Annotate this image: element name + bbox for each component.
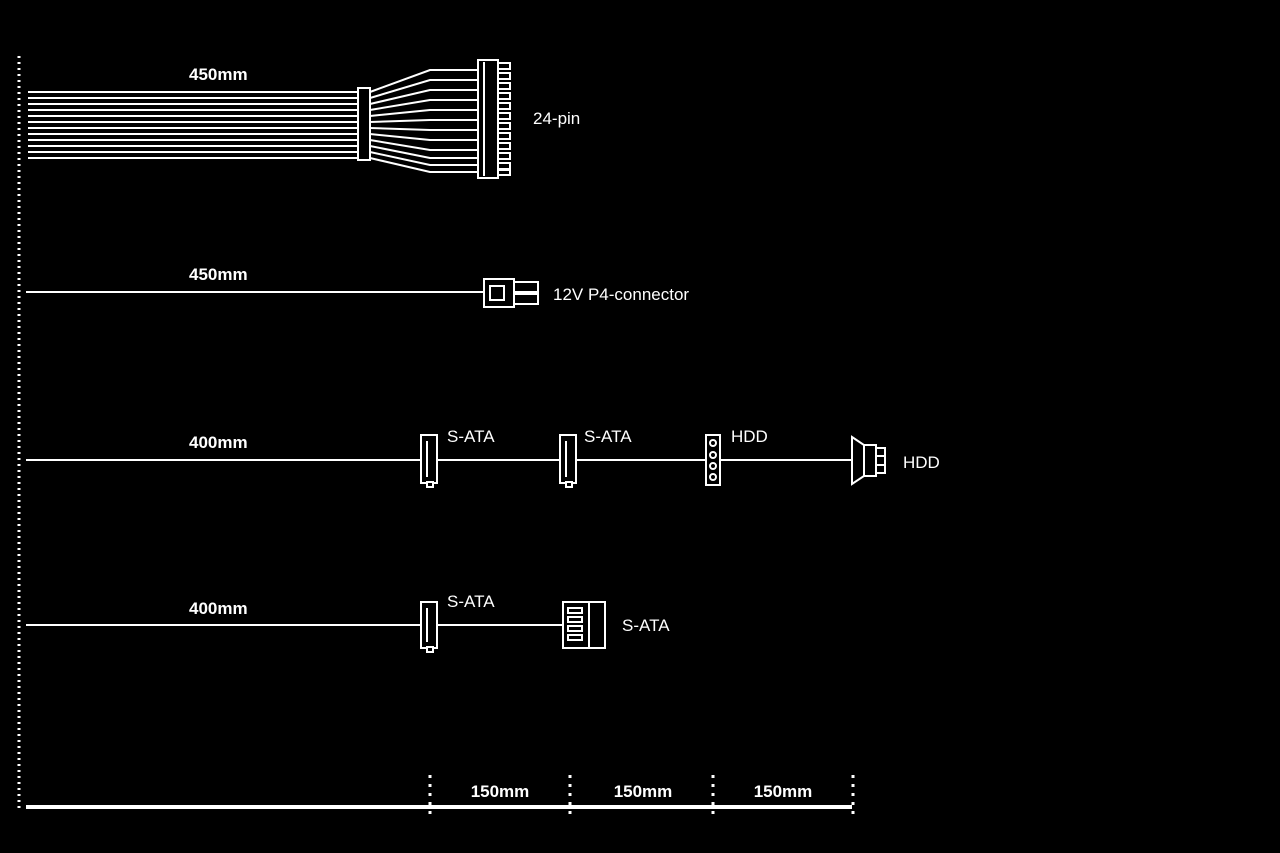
connector-sata-2 [559, 434, 577, 488]
connector-sata-4 [562, 601, 606, 649]
cable-24pin: 450mm 24-pin [28, 59, 580, 179]
cable-24pin-length: 450mm [189, 65, 248, 84]
connector-hdd-1-label: HDD [731, 427, 768, 446]
connector-hdd-1 [705, 434, 721, 486]
connector-p4-label: 12V P4-connector [553, 285, 689, 304]
connector-hdd-2-label: HDD [903, 453, 940, 472]
cable-sata-length: 400mm [189, 599, 248, 618]
connector-24pin [477, 59, 511, 179]
connector-sata-3 [420, 601, 438, 653]
cable-24pin-clamp [357, 87, 371, 161]
cable-sata-hdd-length: 400mm [189, 433, 248, 452]
scale-dividers [428, 775, 855, 815]
connector-sata-3-label: S-ATA [447, 592, 495, 611]
connector-24pin-label: 24-pin [533, 109, 580, 128]
connector-sata-1-label: S-ATA [447, 427, 495, 446]
cable-sata: 400mm S-ATA S-ATA [26, 592, 670, 653]
cable-sata-hdd: 400mm S-ATA S-ATA HDD HDD [26, 427, 940, 488]
scale-bar: 150mm 150mm 150mm [26, 775, 855, 815]
connector-sata-1 [420, 434, 438, 488]
connector-sata-2-label: S-ATA [584, 427, 632, 446]
cable-24pin-fan-wires [369, 69, 480, 173]
cable-24pin-wires [28, 91, 358, 159]
cable-p4-length: 450mm [189, 265, 248, 284]
scale-segment-3: 150mm [754, 782, 813, 801]
connector-hdd-2 [851, 435, 886, 486]
scale-segment-2: 150mm [614, 782, 673, 801]
cable-p4: 450mm 12V P4-connector [26, 265, 689, 308]
scale-segment-1: 150mm [471, 782, 530, 801]
connector-p4 [483, 278, 539, 308]
connector-sata-4-label: S-ATA [622, 616, 670, 635]
